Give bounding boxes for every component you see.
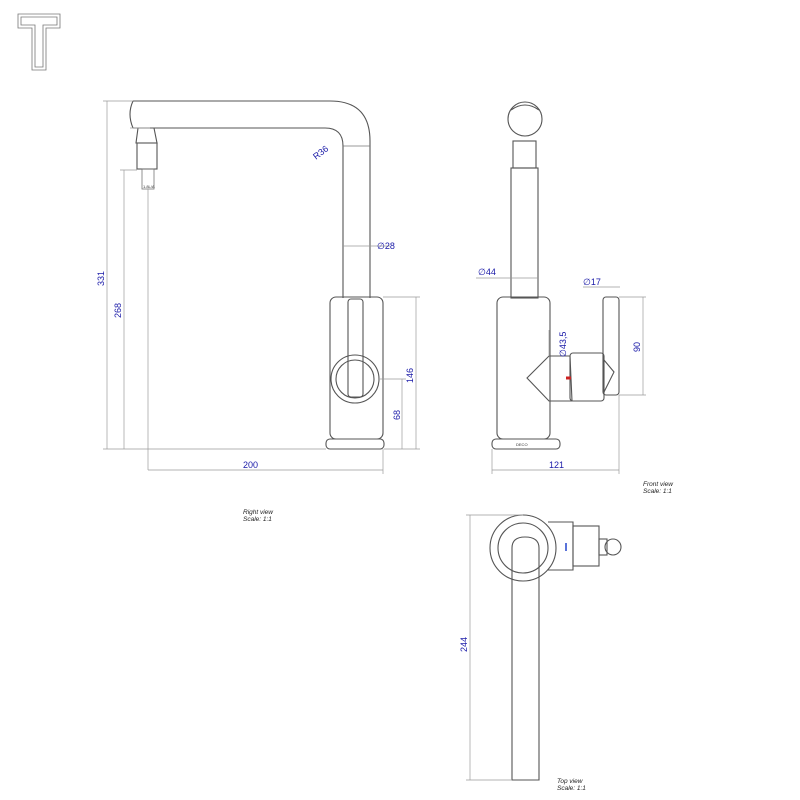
pipe [510,167,539,299]
handle-knob [604,538,622,556]
dim-body-diameter: ∅44 [478,267,496,277]
base-brand: DECO [516,442,528,447]
body [329,296,384,440]
spout-end [507,101,543,137]
handle-hub [526,355,573,402]
spout-outline [133,100,371,298]
right-view-title: Right view [243,509,274,516]
top-view: 244 Top view Scale: 1:1 [459,514,622,792]
body [496,296,551,440]
front-view: DECO ∅44 ∅17 ∅43,5 90 121 Front view Sca… [476,101,674,495]
brand-logo [17,13,61,71]
top-view-title: Top view [557,778,584,785]
top-view-scale: Scale: 1:1 [557,785,586,792]
base [325,438,385,450]
aerator [135,127,158,144]
dim-handle-diameter: ∅17 [583,277,601,287]
aerator-label: 1.8L/A [143,184,155,189]
dim-body-height: 146 [405,368,415,383]
right-view-scale: Scale: 1:1 [243,516,272,523]
handle-lever [602,296,620,396]
dim-depth: 244 [459,637,469,652]
dim-handle-length: 90 [632,342,642,352]
base-outline [489,514,557,582]
dim-width: 121 [549,460,564,470]
dim-spout-radius: R36 [311,144,330,162]
right-view: 1.8L/A 331 268 R36 ∅28 146 68 [96,100,420,523]
dim-total-height: 331 [96,271,106,286]
dim-reach: 200 [243,460,258,470]
front-view-scale: Scale: 1:1 [643,488,672,495]
spout [511,548,540,781]
dim-handle-height: 68 [392,410,402,420]
dim-hub-diameter: ∅43,5 [558,332,568,357]
front-view-title: Front view [643,481,674,488]
dim-spout-height: 268 [113,303,123,318]
dim-pipe-diameter: ∅28 [377,241,395,251]
base [491,438,561,450]
handle-lever [347,298,364,398]
